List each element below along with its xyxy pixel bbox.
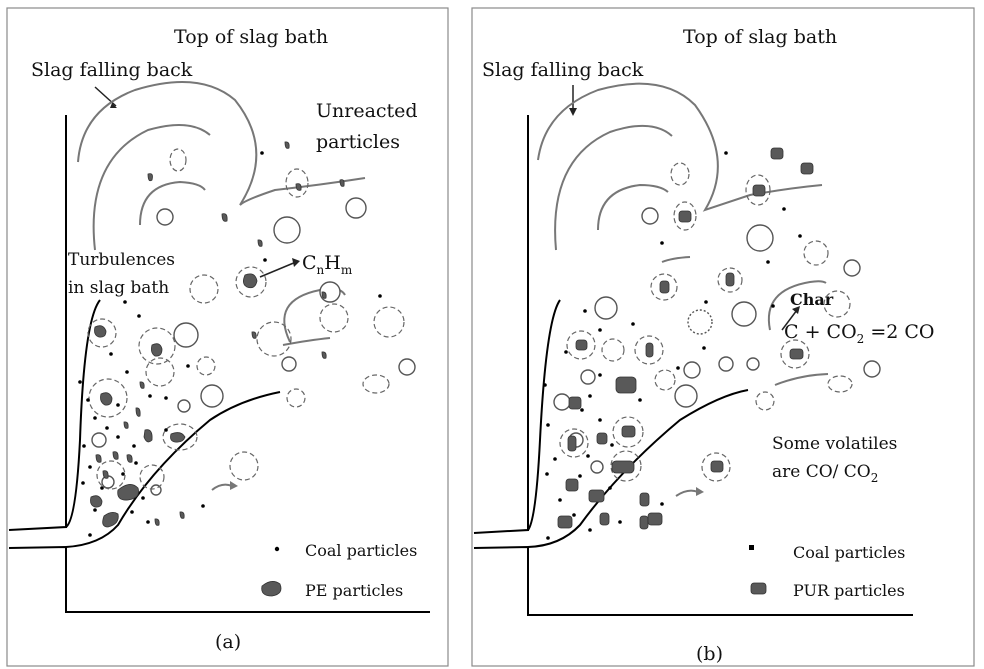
panel-a-hydrocarbon: CnHm xyxy=(302,252,353,277)
panel-b-inner-curve-3 xyxy=(661,256,691,263)
panel-b-inner-curve-2 xyxy=(597,183,669,231)
panel-b: Top of slag bath Slag falling back Char … xyxy=(473,26,935,665)
panel-b-char-label: Char xyxy=(790,290,834,309)
panel-b-reaction: C + CO2 =2 CO xyxy=(784,321,935,346)
panel-b-inner-curve-4 xyxy=(767,280,827,331)
panel-a-lower-edge xyxy=(65,391,281,548)
panel-b-wall xyxy=(473,115,529,534)
panel-b-slag-edge xyxy=(527,299,561,531)
panel-a-caption: (a) xyxy=(215,631,241,653)
panel-a-legend-coal: Coal particles xyxy=(305,541,417,560)
panel-b-legend-coal-icon xyxy=(749,545,754,550)
panel-a-cnhm-arrowhead xyxy=(292,258,300,267)
panel-a-unreacted-1: Unreacted xyxy=(316,100,418,122)
panel-a-inner-curve-4 xyxy=(282,337,331,346)
panel-b-legend-pur: PUR particles xyxy=(793,581,905,600)
panel-b-inner-curve-1 xyxy=(554,124,673,251)
panel-a-turbulence-1: Turbulences xyxy=(68,250,175,270)
panel-a-turbulence-2: in slag bath xyxy=(68,278,169,298)
panel-a-rise-arrowhead xyxy=(230,481,238,490)
panel-a-inner-curve-2 xyxy=(139,180,206,226)
panel-b-legend-coal: Coal particles xyxy=(793,543,905,562)
panel-b-coal-particles xyxy=(543,151,802,540)
panel-a-slag-edge xyxy=(65,299,101,528)
panel-a-pe-particles xyxy=(90,141,345,528)
panel-b-frame xyxy=(471,7,975,667)
panel-a-legend-coal-icon xyxy=(274,546,280,552)
panel-b-rise-arrow xyxy=(675,489,699,497)
panel-a-bottom xyxy=(8,545,430,613)
panel-b-slag-wave xyxy=(537,82,823,212)
panel-b-legend-pur-icon xyxy=(750,582,767,595)
panel-a-coal-particles xyxy=(78,151,382,537)
panel-b-top-label: Top of slag bath xyxy=(683,26,837,48)
panel-b-slag-arrowhead xyxy=(569,108,577,116)
panel-a-unreacted-2: particles xyxy=(316,131,400,153)
panel-a-frame xyxy=(6,7,449,667)
panel-b-rise-arrowhead xyxy=(696,487,704,496)
panel-b-pur-particles xyxy=(557,147,814,530)
panel-b-char-arrowhead xyxy=(792,306,800,314)
panel-a-top-label: Top of slag bath xyxy=(174,26,328,48)
panel-a-gas-bubbles xyxy=(91,197,416,496)
panel-a-dashed-bubbles xyxy=(87,148,405,490)
panel-a-legend-pe-icon xyxy=(261,581,282,597)
panel-b-dashed-bubbles xyxy=(559,162,853,482)
panel-a-slag-arrow xyxy=(94,86,117,107)
panel-b-volatiles-1: Some volatiles xyxy=(772,434,897,454)
panel-a-slag-wave xyxy=(77,81,366,206)
panel-b-slag-label: Slag falling back xyxy=(482,59,644,81)
panel-a-cnhm-arrow xyxy=(259,261,297,278)
panel-b-bottom xyxy=(473,545,913,616)
panel-a-slag-arrowhead xyxy=(110,103,117,108)
panel-b-caption: (b) xyxy=(696,643,723,665)
panel-b-inner-curve-5 xyxy=(774,373,829,386)
panel-b-volatiles-2: are CO/ CO2 xyxy=(772,462,878,485)
panel-a: Top of slag bath Slag falling back Unrea… xyxy=(8,26,430,653)
panel-a-wall xyxy=(8,115,67,531)
panel-a-slag-label: Slag falling back xyxy=(31,59,193,81)
panel-b-char-arrow xyxy=(781,309,798,331)
panel-a-rise-arrow xyxy=(211,483,233,491)
panel-a-inner-curve-1 xyxy=(92,124,211,251)
panel-a-legend-pe: PE particles xyxy=(305,581,403,600)
